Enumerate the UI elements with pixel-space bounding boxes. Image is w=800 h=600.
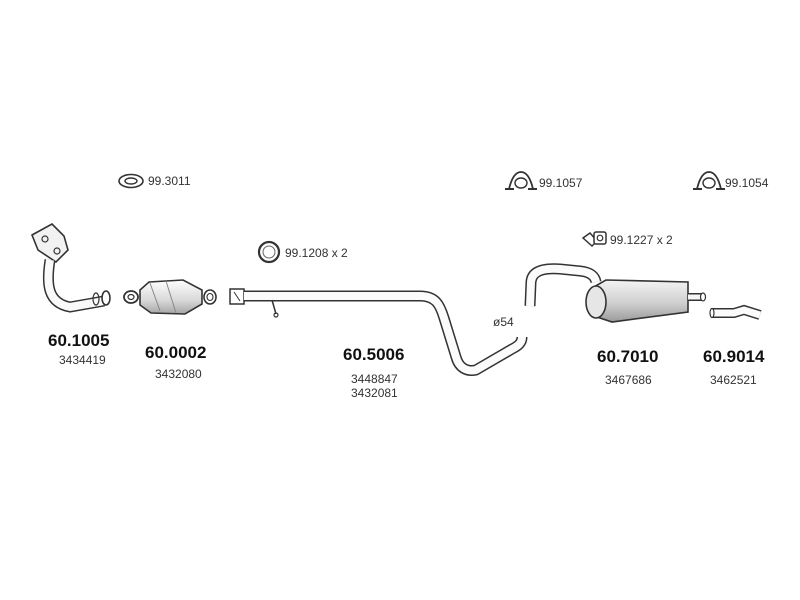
part-number: 60.7010 [597,347,659,366]
pipe-diameter-label: ø54 [493,315,514,329]
ring-part-number: 99.1208 x 2 [285,246,348,260]
reference-number: 3434419 [59,353,106,367]
ring-icon [257,240,281,264]
reference-number: 3432080 [155,367,202,381]
gasket-icon [118,173,144,189]
clamp-icon [505,171,537,190]
clamp-part-number: 99.1054 [725,176,769,190]
mount-part-number: 99.1227 x 2 [610,233,673,247]
intermediate-pipe-60-5006 [229,288,528,376]
reference-number: 3432081 [351,386,398,400]
rubber-mount-icon [581,231,607,248]
front-pipe-60-1005 [30,223,111,313]
clamp-part-number: 99.1057 [539,176,583,190]
rear-silencer-60-7010 [524,263,707,323]
catalytic-converter-60-0002 [123,279,217,315]
reference-number: 3467686 [605,373,652,387]
part-number: 60.5006 [343,345,405,364]
reference-number: 3448847 [351,372,398,386]
part-number: 60.0002 [145,343,207,362]
gasket-part-number: 99.3011 [148,174,191,188]
reference-number: 3462521 [710,373,757,387]
tail-pipe-60-9014 [709,304,762,320]
part-number: 60.1005 [48,331,110,350]
clamp-icon [693,171,725,190]
part-number: 60.9014 [703,347,765,366]
